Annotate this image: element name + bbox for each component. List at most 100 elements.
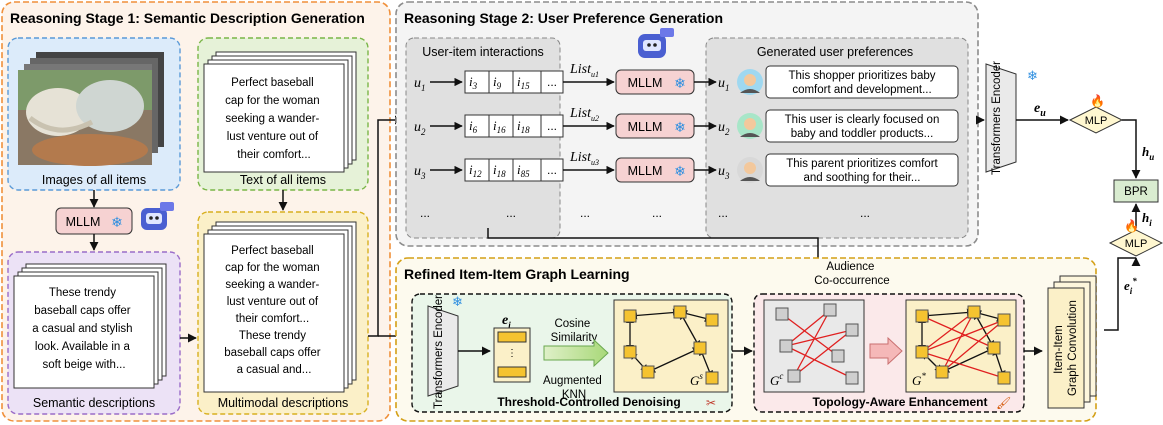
graph-edge xyxy=(921,311,975,353)
denoising-label: Threshold-Controlled Denoising xyxy=(497,395,680,409)
multimodal-card: Perfect baseball cap for the woman seeki… xyxy=(224,245,324,376)
svg-text:...: ... xyxy=(547,75,557,89)
bpr-box: BPR xyxy=(1113,179,1159,203)
graph-node xyxy=(641,365,655,379)
embedding-stack: ⋮ xyxy=(493,327,531,383)
avatar xyxy=(737,113,763,139)
eu-label: eu xyxy=(1034,101,1046,119)
user-label: u1 xyxy=(414,76,426,93)
svg-text:Transformers Encoder: Transformers Encoder xyxy=(991,61,1003,175)
svg-text:...: ... xyxy=(652,206,662,220)
svg-text:baby and toddler products...: baby and toddler products... xyxy=(791,128,934,140)
list-label: Listu1 xyxy=(569,62,599,79)
user-label: u2 xyxy=(718,120,730,137)
item-encoder: Transformers Encoder ❄ xyxy=(427,294,463,409)
robot-icon xyxy=(141,202,174,230)
mllm-stage2: MLLM ❄ xyxy=(615,157,695,183)
text-card: Perfect baseball cap for the woman seeki… xyxy=(225,77,323,161)
svg-text:i18: i18 xyxy=(493,162,506,179)
graph-node xyxy=(775,307,789,321)
mllm-stage2: MLLM❄ xyxy=(615,69,695,95)
svg-text:Item-Item Graph Convol: Item-Item Graph Convolution xyxy=(1053,300,1079,396)
graph-node xyxy=(845,323,859,337)
multimodal-label: Multimodal descriptions xyxy=(218,396,349,410)
svg-text:and soothing for their...: and soothing for their... xyxy=(804,172,921,184)
svg-text:i85: i85 xyxy=(517,162,530,179)
preference-card xyxy=(765,153,959,187)
stage2-panel: Reasoning Stage 2: User Preference Gener… xyxy=(395,1,979,247)
svg-text:MLLM: MLLM xyxy=(66,215,101,229)
robot-icon-stage2 xyxy=(638,28,674,58)
svg-text:MLLM: MLLM xyxy=(628,76,663,90)
svg-text:i16: i16 xyxy=(493,118,506,135)
text-box: Perfect baseball cap for the woman seeki… xyxy=(197,37,369,191)
graph-node xyxy=(831,349,845,363)
ei-star-label: ei* xyxy=(1124,276,1137,296)
avatar xyxy=(737,69,763,95)
interactions-label: User-item interactions xyxy=(422,45,544,59)
graph-edge xyxy=(793,309,831,377)
gs-label: Gs xyxy=(690,371,703,388)
svg-text:i12: i12 xyxy=(469,162,482,179)
svg-text:i18: i18 xyxy=(517,118,530,135)
graph-node xyxy=(787,369,801,383)
graph-title: Refined Item-Item Graph Learning xyxy=(404,266,630,282)
stage1-title: Reasoning Stage 1: Semantic Description … xyxy=(10,10,365,26)
graph-edge xyxy=(785,345,853,379)
stage2-title: Reasoning Stage 2: User Preference Gener… xyxy=(404,10,723,26)
mllm-stage2: MLLM❄ xyxy=(615,113,695,139)
similarity-arrow xyxy=(543,338,609,368)
multimodal-box: Perfect baseball cap for the woman seeki… xyxy=(197,211,369,415)
svg-text:i6: i6 xyxy=(469,118,478,135)
preference-card xyxy=(765,65,959,99)
svg-text:MLP: MLP xyxy=(1085,115,1108,127)
graph-node xyxy=(915,345,929,359)
svg-text:⋮: ⋮ xyxy=(507,348,517,359)
graph-node xyxy=(673,305,687,319)
user-label: u2 xyxy=(414,120,426,137)
gc-label: Gc xyxy=(770,371,783,388)
graph-node xyxy=(967,305,981,319)
graph-node xyxy=(845,371,859,385)
user-encoder: Transformers Encoder ❄ xyxy=(985,61,1038,175)
graph-node xyxy=(693,341,707,355)
graph-edge xyxy=(647,347,701,373)
images-box: Images of all items xyxy=(7,37,181,191)
svg-text:...: ... xyxy=(580,206,590,220)
mlp-item: MLP 🔥 xyxy=(1108,219,1163,257)
flame-icon: 🔥 xyxy=(1124,219,1139,233)
graph-edge xyxy=(921,308,975,320)
graph-node xyxy=(705,313,719,327)
graph-edge xyxy=(941,319,1005,373)
user-label: u3 xyxy=(718,164,730,181)
graph-node xyxy=(623,345,637,359)
graph-edge xyxy=(941,347,995,373)
mllm-stage1: MLLM ❄ xyxy=(55,207,133,235)
graph-panel: Refined Item-Item Graph Learning Transfo… xyxy=(395,257,1097,422)
svg-text:...: ... xyxy=(860,206,870,220)
semantic-label: Semantic descriptions xyxy=(33,396,155,410)
brush-icon: 🖌 xyxy=(996,396,1011,410)
snowflake-icon: ❄ xyxy=(674,163,686,179)
graph-node xyxy=(779,339,793,353)
svg-text:...: ... xyxy=(420,206,430,220)
list-label: Listu2 xyxy=(569,106,599,123)
snowflake-icon: ❄ xyxy=(111,214,123,230)
graph-edge xyxy=(793,329,853,377)
graph-edge xyxy=(785,309,831,347)
svg-text:MLLM: MLLM xyxy=(628,120,663,134)
audience-label: Audience Co-occurrence xyxy=(814,261,889,287)
svg-text:MLP: MLP xyxy=(1125,238,1148,250)
svg-text:This user is clearly focused o: This user is clearly focused on xyxy=(785,114,940,126)
ei-label: ei xyxy=(502,313,511,330)
snowflake-icon: ❄ xyxy=(452,294,463,309)
svg-text:MLLM: MLLM xyxy=(628,164,663,178)
svg-text:...: ... xyxy=(718,206,728,220)
graph-node xyxy=(915,309,929,323)
list-label: Listu3 xyxy=(569,150,599,167)
user-label: u3 xyxy=(414,164,426,181)
